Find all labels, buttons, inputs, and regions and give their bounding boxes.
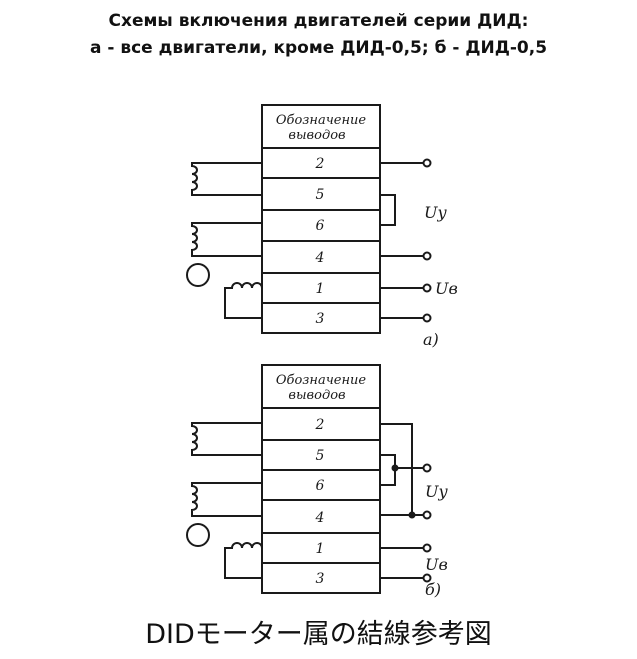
header-text: выводов xyxy=(288,388,345,403)
excitation-coil xyxy=(224,282,263,319)
control-voltage-label: Uу xyxy=(425,482,448,501)
title-line-1: Схемы включения двигателей серии ДИД: xyxy=(108,11,529,31)
junction-dot xyxy=(408,511,416,519)
excitation-voltage-label: Uв xyxy=(425,555,448,574)
diagram-b: Обозначение выводов 2 5 6 4 1 3 Uу Uв б) xyxy=(186,364,448,599)
diagram-tag: б) xyxy=(425,580,441,599)
excitation-coil xyxy=(224,542,263,579)
rotor-symbol xyxy=(186,523,210,547)
header-text: Обозначение xyxy=(276,113,367,128)
terminal-contact xyxy=(422,283,432,293)
caption: DIDモーター属の結線参考図 xyxy=(145,619,492,650)
control-voltage-label: Uу xyxy=(424,203,447,222)
terminal-label: 5 xyxy=(316,187,325,203)
terminal-contact xyxy=(422,573,432,583)
header-text: выводов xyxy=(288,128,345,143)
terminal-contact xyxy=(422,463,432,473)
terminal-label: 4 xyxy=(315,510,325,526)
header-text: Обозначение xyxy=(276,373,367,388)
terminal-label: 6 xyxy=(316,478,325,494)
terminal-label: 3 xyxy=(316,571,325,587)
terminal-contact xyxy=(422,313,432,323)
winding-coil xyxy=(191,422,262,456)
winding-coil xyxy=(191,482,262,517)
winding-coil xyxy=(191,162,262,196)
terminal-label: 1 xyxy=(316,541,325,557)
terminal-contact xyxy=(422,251,432,261)
terminal-label: 3 xyxy=(316,311,325,327)
winding-coil xyxy=(191,222,262,257)
terminal-label: 6 xyxy=(316,218,325,234)
terminal-label: 2 xyxy=(315,417,325,433)
terminal-label: 5 xyxy=(316,448,325,464)
terminal-label: 2 xyxy=(315,156,325,172)
terminal-block xyxy=(261,104,381,334)
diagram-tag: а) xyxy=(423,330,439,349)
terminal-block xyxy=(261,364,381,594)
terminal-contact xyxy=(422,510,432,520)
title-line-2: а - все двигатели, кроме ДИД-0,5; б - ДИ… xyxy=(89,38,548,58)
terminal-contact xyxy=(422,158,432,168)
junction-dot xyxy=(391,464,399,472)
excitation-voltage-label: Uв xyxy=(435,279,458,298)
terminal-label: 4 xyxy=(315,250,325,266)
terminal-contact xyxy=(422,543,432,553)
diagram-a: Обозначение выводов 2 5 6 4 1 3 Uу Uв а) xyxy=(186,104,458,349)
terminal-label: 1 xyxy=(316,281,325,297)
rotor-symbol xyxy=(186,263,210,287)
